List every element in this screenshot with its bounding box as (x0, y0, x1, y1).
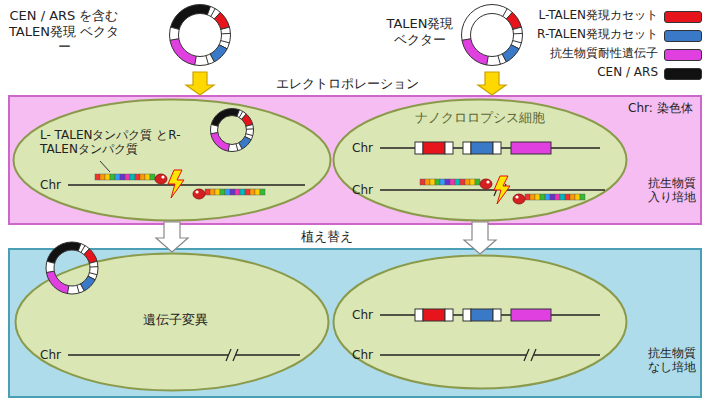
node-text: Chr (352, 141, 378, 155)
legend-text: CEN / ARS (520, 65, 658, 79)
gene-cassette (511, 309, 551, 321)
node-text: CEN / ARS を含む TALEN発現 ベクター (4, 8, 124, 55)
gene-cassette (493, 309, 501, 321)
legend-swatch (664, 68, 702, 80)
cell-ellipse: ChrChr (332, 254, 628, 390)
cell-ellipse: ナノクロロプシス細胞ChrChr (332, 98, 628, 222)
node-text: L- TALENタンパク質 とR-TALENタンパク質 (40, 128, 190, 157)
cleavage-bolt (494, 176, 510, 204)
chromosome (380, 354, 600, 356)
leader-line (100, 161, 110, 172)
cell-ellipse: 遺伝子変異 Chr (14, 252, 330, 392)
gene-cassette (463, 309, 471, 321)
dna-break (226, 349, 238, 361)
cell-shape (14, 100, 331, 221)
ellipse-outline (12, 98, 332, 222)
gene-cassette (415, 309, 423, 321)
node-text: 抗生物質 入り培地 (648, 176, 700, 205)
gene-cassette (423, 309, 445, 321)
legend-swatch (664, 11, 702, 23)
legend-swatch (664, 49, 702, 61)
cell-shape (334, 256, 627, 389)
node-text: Chr (40, 348, 66, 362)
block-arrow (464, 222, 496, 254)
chromosome (68, 354, 300, 356)
plasmid (207, 105, 258, 156)
legend-text: 抗生物質耐性遺伝子 (520, 46, 658, 60)
gene-cassette (471, 309, 493, 321)
gene-cassette (471, 142, 493, 154)
medium-band: Chr: 染色体抗生物質 入り培地 L- TALENタンパク質 とR-TALENタ… (8, 95, 702, 225)
legend-swatch (664, 30, 702, 42)
node-text: Chr: 染色体 (628, 101, 700, 115)
block-arrow (186, 72, 214, 95)
cell-ellipse: L- TALENタンパク質 とR-TALENタンパク質 Chr (12, 98, 332, 222)
plasmid (455, 0, 528, 72)
node-text: ナノクロロプシス細胞 (405, 110, 555, 126)
chromosome (68, 184, 305, 186)
node-text: Chr (40, 178, 66, 192)
chromosome (380, 189, 605, 191)
gene-cassette (463, 142, 471, 154)
gene-cassette (415, 142, 423, 154)
gene-cassette (445, 142, 453, 154)
node-text: Chr (352, 183, 378, 197)
gene-cassette (445, 309, 453, 321)
cell-shape (334, 100, 627, 221)
cell-shape (16, 254, 329, 391)
talen-protein (420, 179, 492, 189)
node-text: TALEN発現 ベクター (380, 16, 460, 47)
talen-protein (193, 189, 265, 199)
medium-band: 抗生物質 なし培地遺伝子変異ChrChrChr (8, 248, 702, 398)
talen-protein (513, 194, 585, 204)
gene-cassette (511, 142, 551, 154)
node-text: Chr (352, 308, 378, 322)
node-text: 抗生物質 なし培地 (648, 346, 700, 375)
dna-break (524, 349, 536, 361)
talen-protein (95, 174, 167, 184)
step-label: 植え替え (292, 229, 362, 245)
gene-cassette (493, 142, 501, 154)
plasmid (41, 237, 103, 299)
block-arrow (156, 222, 188, 252)
ellipse-outline (332, 254, 628, 390)
cleavage-bolt (168, 170, 184, 198)
node-text: Chr (352, 348, 378, 362)
step-label: エレクトロポレーション (262, 76, 432, 92)
legend-text: L-TALEN発現カセット (520, 8, 658, 22)
node-text: 遺伝子変異 (130, 312, 220, 328)
gene-cassette (423, 142, 445, 154)
block-arrow (478, 72, 506, 95)
legend-text: R-TALEN発現カセット (520, 27, 658, 41)
plasmid (163, 0, 236, 72)
